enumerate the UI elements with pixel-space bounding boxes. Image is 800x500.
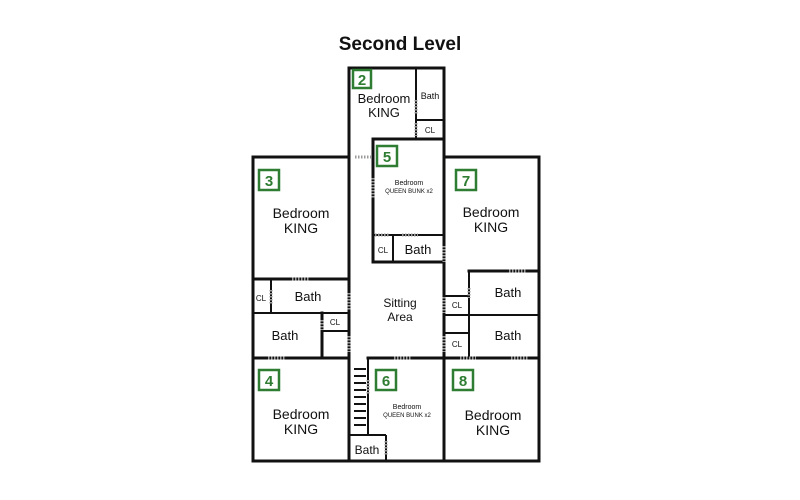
room-2-label: Bedroom KING bbox=[358, 91, 411, 120]
svg-text:Bedroom: Bedroom bbox=[465, 407, 522, 423]
room-5-number: 5 bbox=[383, 149, 391, 166]
room-8-label: Bedroom KING bbox=[465, 407, 522, 438]
room-4-label: Bedroom KING bbox=[273, 406, 330, 437]
svg-text:KING: KING bbox=[284, 220, 318, 236]
svg-text:Bedroom: Bedroom bbox=[463, 204, 520, 220]
right-closet-label-1: CL bbox=[452, 301, 463, 310]
left-closet-label-2: CL bbox=[330, 318, 341, 327]
room-2-bath-label: Bath bbox=[421, 91, 440, 101]
svg-text:Area: Area bbox=[387, 310, 413, 324]
door-openings bbox=[268, 100, 528, 455]
left-bath-label-2: Bath bbox=[272, 328, 299, 343]
room-6-badge: 6 bbox=[374, 368, 398, 392]
right-closet-label-2: CL bbox=[452, 340, 463, 349]
plan-title: Second Level bbox=[338, 34, 462, 55]
room-2-closet-label: CL bbox=[425, 126, 436, 135]
room-8-badge: 8 bbox=[451, 368, 475, 392]
room-5-closet-label: CL bbox=[378, 246, 389, 255]
room-4-badge: 4 bbox=[257, 368, 281, 392]
svg-text:Bedroom: Bedroom bbox=[395, 180, 424, 187]
room-6-label: Bedroom QUEEN BUNK x2 bbox=[383, 404, 431, 419]
stairs bbox=[354, 368, 366, 426]
interior-walls bbox=[251, 68, 541, 463]
svg-text:Sitting: Sitting bbox=[383, 296, 416, 310]
svg-text:Bedroom: Bedroom bbox=[393, 404, 422, 411]
room-4-number: 4 bbox=[265, 373, 274, 390]
room-7-label: Bedroom KING bbox=[463, 204, 520, 235]
outer-walls bbox=[251, 66, 541, 463]
left-bath-label-1: Bath bbox=[295, 289, 322, 304]
room-7-number: 7 bbox=[462, 173, 470, 190]
svg-text:KING: KING bbox=[368, 105, 400, 120]
bottom-bath-label: Bath bbox=[355, 443, 380, 457]
svg-text:KING: KING bbox=[474, 219, 508, 235]
svg-text:Bedroom: Bedroom bbox=[273, 406, 330, 422]
room-5-label: Bedroom QUEEN BUNK x2 bbox=[385, 180, 433, 195]
room-5-bath-label: Bath bbox=[405, 242, 432, 257]
room-5-badge: 5 bbox=[375, 144, 399, 168]
room-2-badge: 2 bbox=[351, 68, 373, 90]
svg-text:Bedroom: Bedroom bbox=[273, 205, 330, 221]
room-2-number: 2 bbox=[358, 72, 366, 89]
room-7-badge: 7 bbox=[454, 168, 478, 192]
svg-text:Bedroom: Bedroom bbox=[358, 91, 411, 106]
room-8-number: 8 bbox=[459, 373, 467, 390]
room-6-number: 6 bbox=[382, 373, 390, 390]
svg-text:QUEEN BUNK x2: QUEEN BUNK x2 bbox=[385, 189, 433, 195]
room-3-number: 3 bbox=[265, 173, 273, 190]
svg-text:QUEEN BUNK x2: QUEEN BUNK x2 bbox=[383, 413, 431, 419]
room-3-label: Bedroom KING bbox=[273, 205, 330, 236]
room-3-badge: 3 bbox=[257, 168, 281, 192]
right-bath-label-2: Bath bbox=[495, 328, 522, 343]
right-bath-label-1: Bath bbox=[495, 285, 522, 300]
svg-text:KING: KING bbox=[284, 421, 318, 437]
sitting-area-label: Sitting Area bbox=[383, 296, 416, 324]
svg-text:KING: KING bbox=[476, 422, 510, 438]
left-closet-label-1: CL bbox=[256, 294, 267, 303]
